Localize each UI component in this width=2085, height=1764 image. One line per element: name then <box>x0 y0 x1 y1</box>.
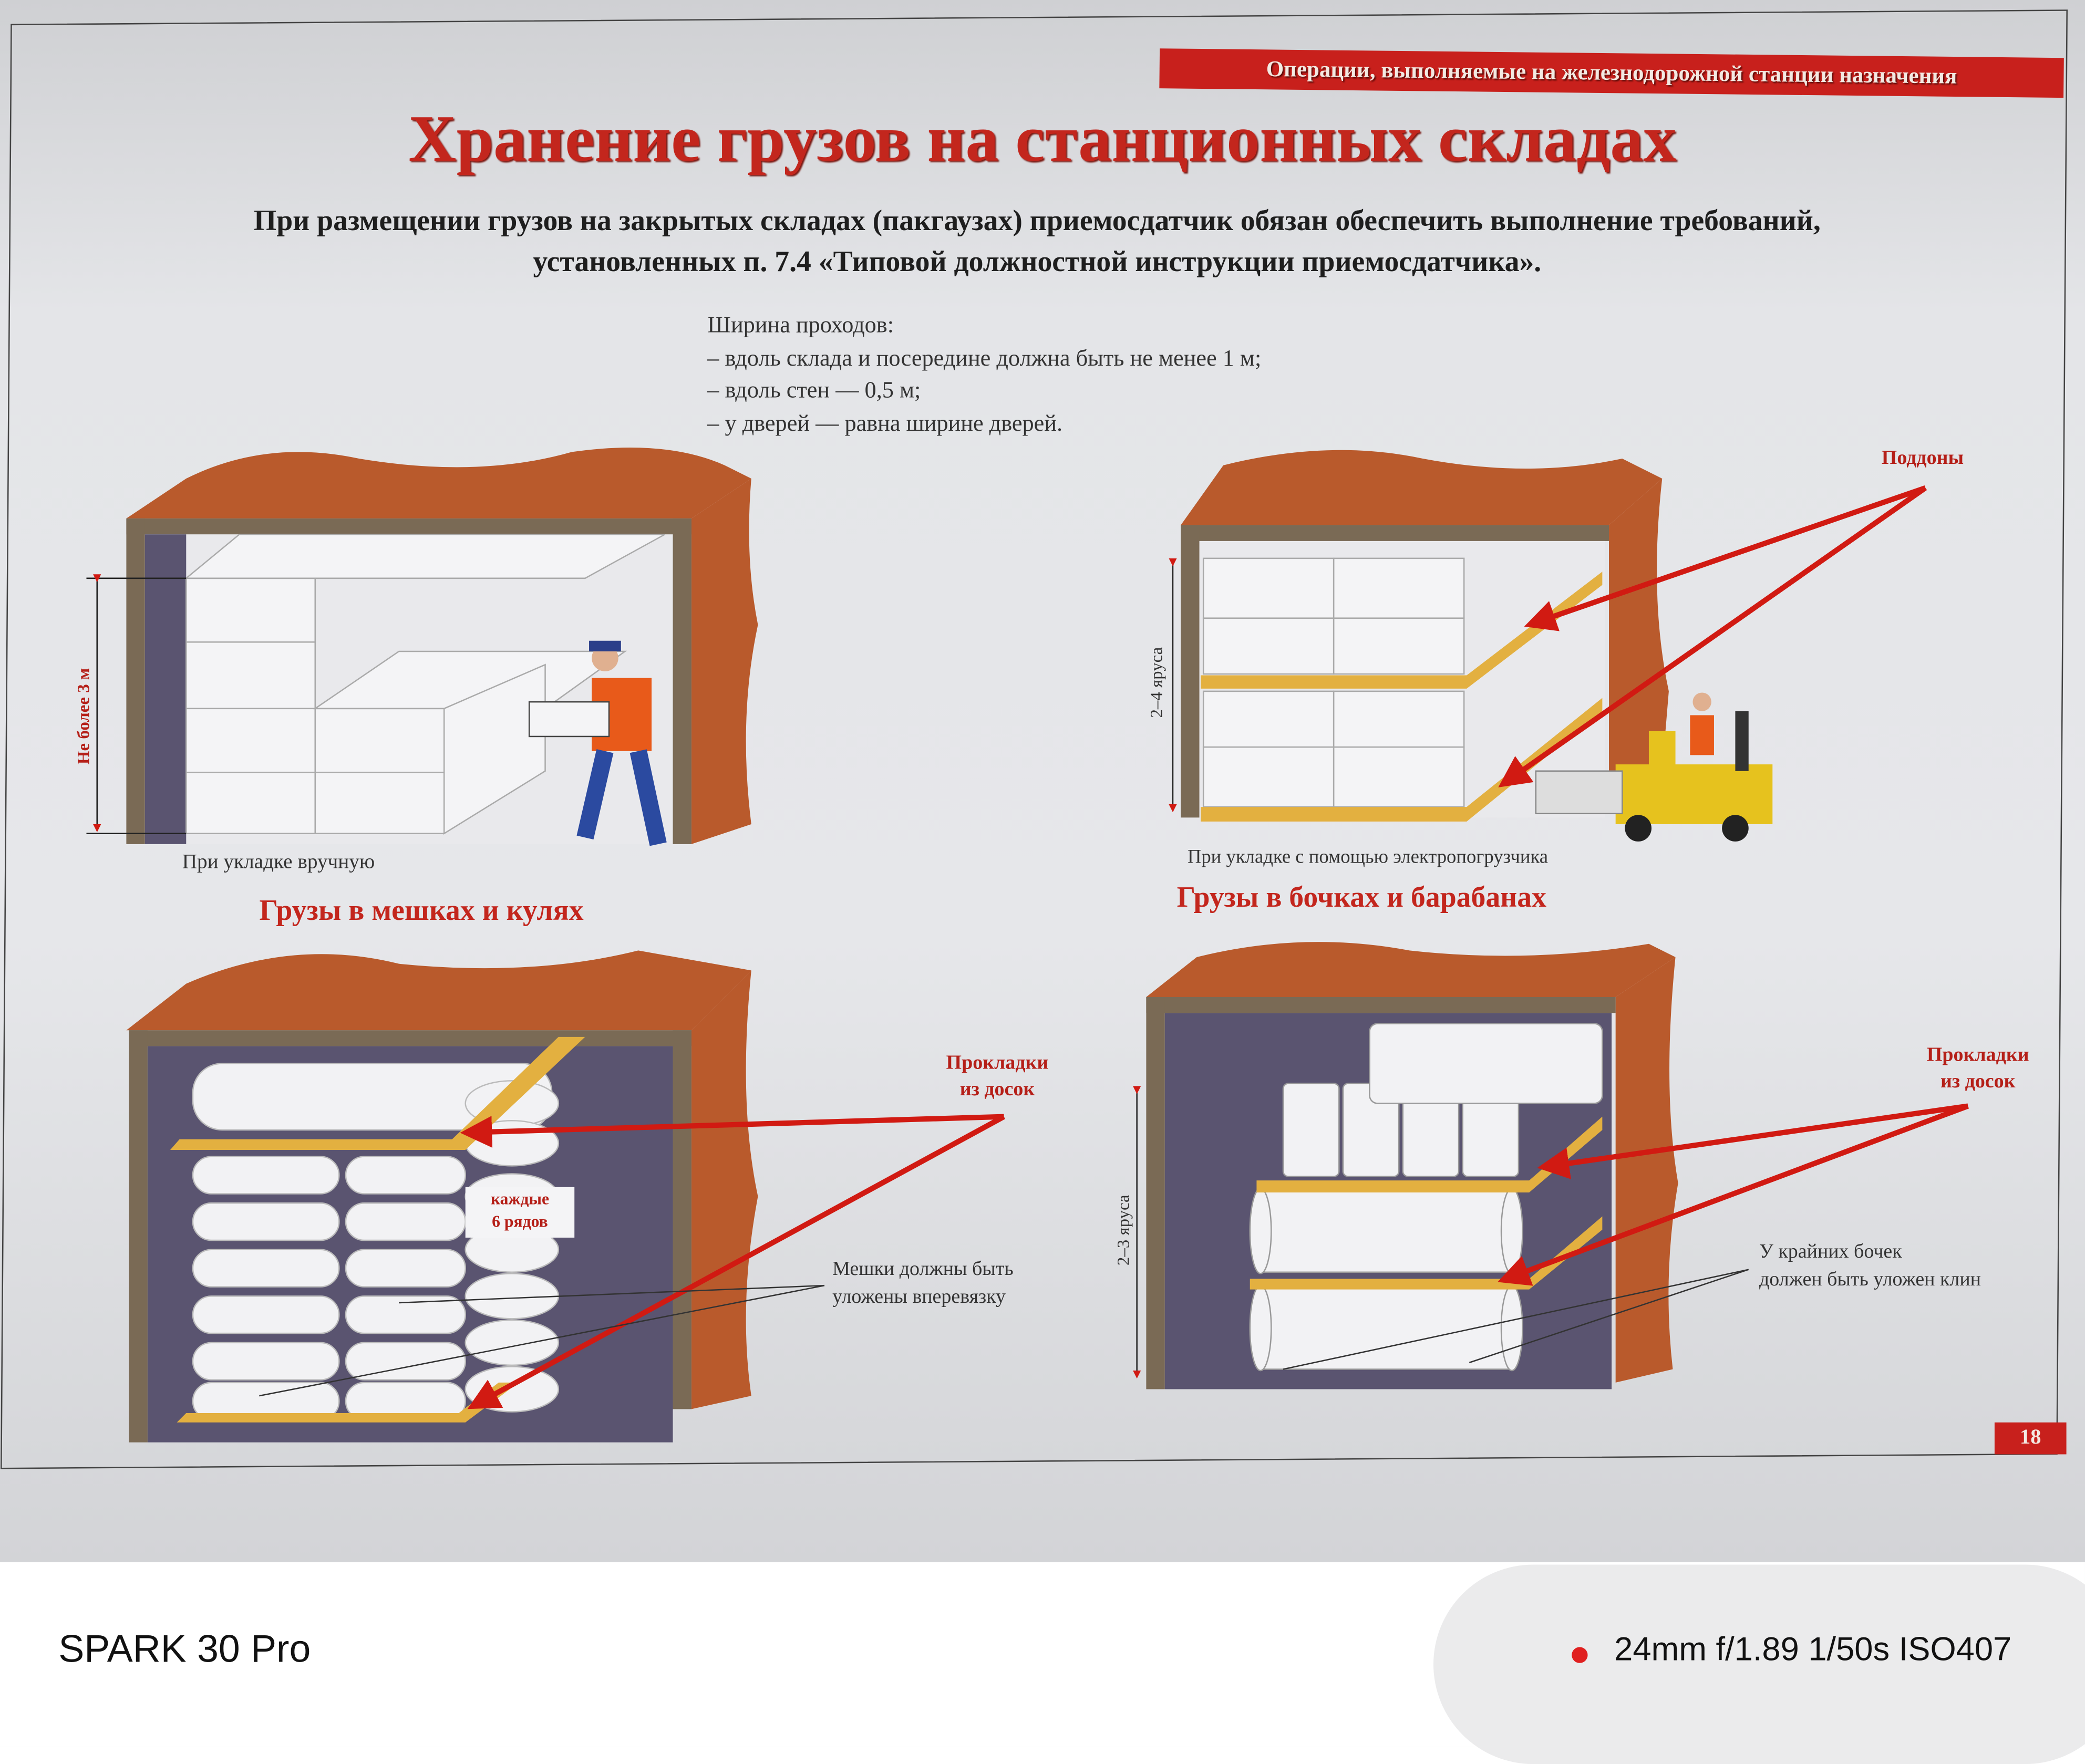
note-line: должен быть уложен клин <box>1759 1269 1981 1291</box>
poster-page: Операции, выполняемые на железнодорожной… <box>0 0 2085 1562</box>
intro-line-2: установленных п. 7.4 «Типовой должностно… <box>533 244 1542 278</box>
exif-info: 24mm f/1.89 1/50s ISO407 <box>1614 1631 2012 1668</box>
aisle-rule: – вдоль стен — 0,5 м; <box>707 376 921 403</box>
barrels-section-title: Грузы в бочках и барабанах <box>1176 880 1546 914</box>
manual-caption: При укладке вручную <box>182 850 375 874</box>
note-line: уложены вперевязку <box>832 1286 1006 1309</box>
intro-text: При размещении грузов на закрытых склада… <box>20 200 2055 282</box>
bags-note: Мешки должны быть уложены вперевязку <box>832 1256 1014 1312</box>
bags-section-title: Грузы в мешках и кулях <box>259 893 584 927</box>
every-6-rows-badge: каждые 6 рядов <box>466 1188 575 1233</box>
warehouse-barrels-illustration <box>1133 942 1969 1389</box>
pallets-callout: Поддоны <box>1881 448 1964 470</box>
note-line: Мешки должны быть <box>832 1259 1014 1280</box>
forklift-caption: При укладке с помощью электропогрузчика <box>1187 846 1549 868</box>
warehouse-manual-illustration <box>86 447 758 846</box>
intro-line-1: При размещении грузов на закрытых склада… <box>253 203 1821 237</box>
illustrations <box>86 447 1969 1443</box>
forklift-figure <box>1535 692 1773 842</box>
callout-line: Прокладки <box>1926 1045 2029 1066</box>
page-title: Хранение грузов на станционных складах <box>408 101 1677 176</box>
aisle-heading: Ширина проходов: <box>707 311 894 338</box>
worker-figure <box>528 640 667 846</box>
badge-line: каждые <box>490 1189 550 1209</box>
callout-line: из досок <box>959 1079 1035 1101</box>
aisle-rule: – у дверей — равна ширине дверей. <box>707 409 1063 435</box>
barrels-tiers-label: 2–3 яруса <box>1113 1195 1133 1266</box>
height-limit-label: Не более 3 м <box>73 668 94 765</box>
exif-pill <box>1433 1564 2085 1764</box>
callout-line: Прокладки <box>946 1053 1049 1074</box>
note-line: У крайних бочек <box>1759 1241 1902 1263</box>
record-dot-icon <box>1572 1647 1588 1663</box>
aisle-rules: Ширина проходов: – вдоль склада и посере… <box>707 308 1261 439</box>
camera-watermark-bar: SPARK 30 Pro 24mm f/1.89 1/50s ISO407 <box>0 1562 2085 1764</box>
bags-boards-callout: Прокладки из досок <box>924 1050 1070 1103</box>
warehouse-forklift-illustration <box>1169 450 1927 842</box>
forklift-tiers-label: 2–4 яруса <box>1146 647 1167 718</box>
barrels-note: У крайних бочек должен быть уложен клин <box>1759 1239 1981 1295</box>
callout-line: из досок <box>1941 1071 2016 1093</box>
device-name: SPARK 30 Pro <box>58 1628 311 1671</box>
page-number: 18 <box>1994 1422 2067 1455</box>
barrels-boards-callout: Прокладки из досок <box>1908 1042 2048 1095</box>
warehouse-bags-illustration <box>126 950 1006 1443</box>
aisle-rule: – вдоль склада и посередине должна быть … <box>707 344 1262 370</box>
badge-line: 6 рядов <box>492 1212 548 1231</box>
